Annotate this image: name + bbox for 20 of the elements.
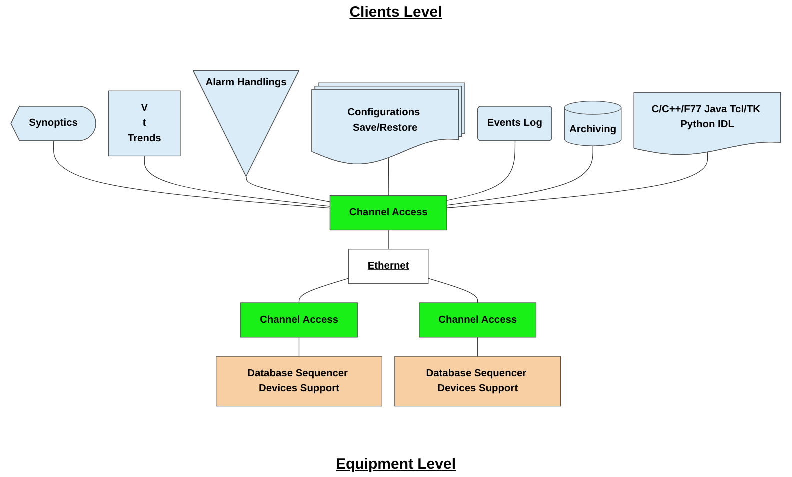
connector	[388, 230, 389, 250]
level-heading: Equipment Level	[336, 456, 456, 473]
connector	[428, 278, 478, 304]
connector	[388, 158, 390, 196]
connector	[144, 156, 330, 207]
node-box: Channel Access	[330, 195, 448, 231]
connector	[298, 337, 300, 357]
diagram-title: Clients Level	[350, 4, 442, 21]
node-box: V t Trends	[108, 90, 181, 157]
connector	[246, 176, 330, 202]
connector	[446, 152, 708, 208]
node-box: Database Sequencer Devices Support	[216, 356, 382, 407]
connector	[54, 140, 330, 209]
node-box: Ethernet	[348, 249, 429, 284]
node-box: Channel Access	[240, 302, 358, 338]
node-box: Channel Access	[419, 302, 537, 338]
connector	[446, 146, 594, 206]
node-box: Database Sequencer Devices Support	[394, 356, 562, 407]
connector	[446, 140, 516, 201]
connector	[298, 278, 350, 304]
